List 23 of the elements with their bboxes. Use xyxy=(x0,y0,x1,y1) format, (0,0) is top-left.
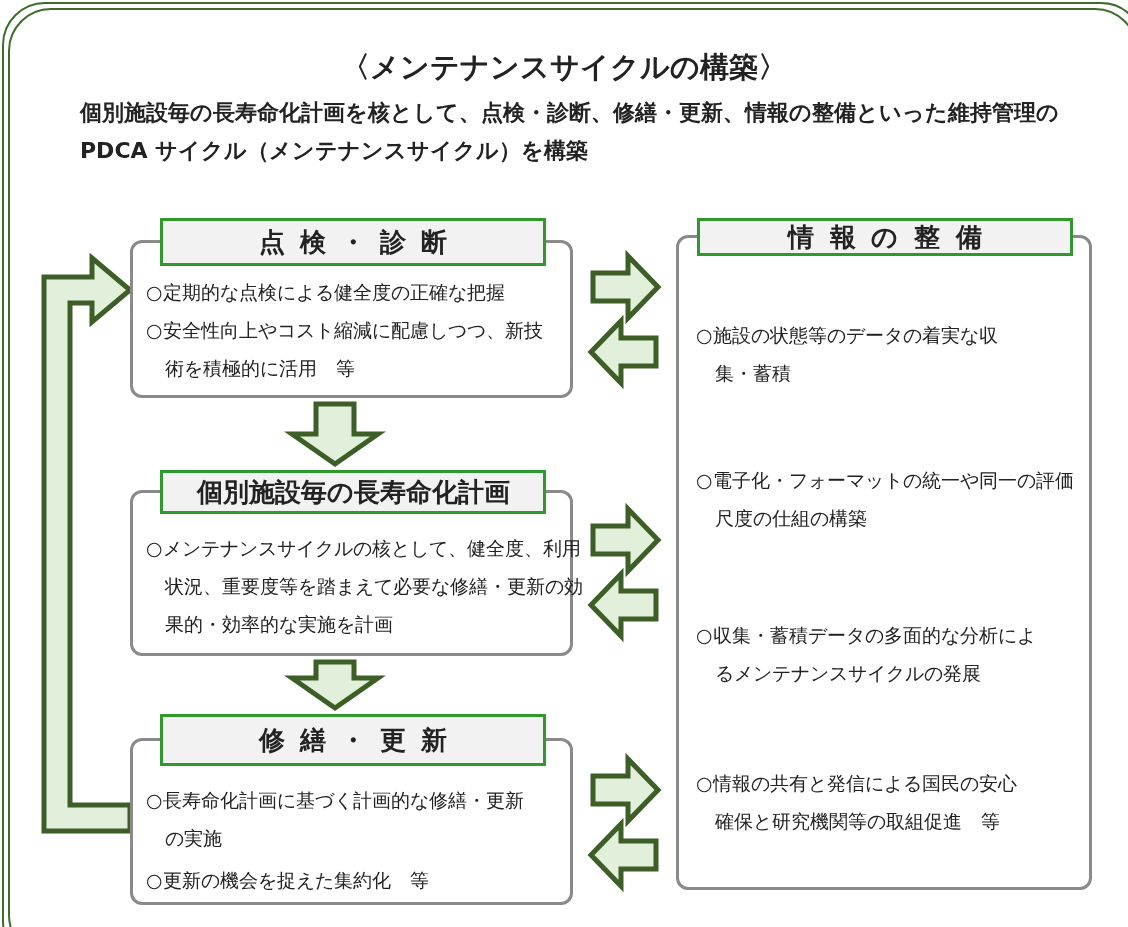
section-heading: 情報の整備 xyxy=(697,218,1073,256)
bullet-text: ○施設の状態等のデータの着実な収集・蓄積 xyxy=(696,323,999,386)
bullet-text: ○定期的な点検による健全度の正確な把握 xyxy=(146,280,506,305)
section-heading: 修繕・更新 xyxy=(160,714,546,766)
block-arrow xyxy=(587,817,659,893)
bullet-text: ○長寿命化計画に基づく計画的な修繕・更新の実施 xyxy=(146,788,525,851)
block-arrow xyxy=(590,752,662,828)
section-heading: 点検・診断 xyxy=(160,218,546,266)
block-arrow xyxy=(590,502,662,578)
block-arrow xyxy=(587,314,659,390)
block-arrow xyxy=(590,249,662,325)
title: 〈メンテナンスサイクルの構築〉 xyxy=(340,49,788,86)
bullet-text: ○更新の機会を捉えた集約化 等 xyxy=(146,868,430,893)
block-arrow xyxy=(587,567,659,643)
section-heading: 個別施設毎の長寿命化計画 xyxy=(160,470,546,514)
bullet-text: ○収集・蓄積データの多面的な分析によるメンテナンスサイクルの発展 xyxy=(696,623,1037,686)
bullet-text: ○安全性向上やコスト縮減に配慮しつつ、新技術を積極的に活用 等 xyxy=(146,318,544,381)
subtitle: 個別施設毎の長寿命化計画を核として、点検・診断、修繕・更新、情報の整備といった維持管理の PDCA サイクル（メンテナンスサイクル）を構築 xyxy=(80,99,1060,165)
block-arrow xyxy=(284,659,386,712)
bullet-text: ○電子化・フォーマットの統一や同一の評価尺度の仕組の構築 xyxy=(696,468,1075,531)
bullet-text: ○情報の共有と発信による国民の安心確保と研究機関等の取組促進 等 xyxy=(696,771,1018,834)
bullet-text: ○メンテナンスサイクルの核として、健全度、利用状況、重要度等を踏まえて必要な修繕・更新の効果的・効率的な実施を計画 xyxy=(146,536,584,637)
block-arrow xyxy=(284,401,386,468)
